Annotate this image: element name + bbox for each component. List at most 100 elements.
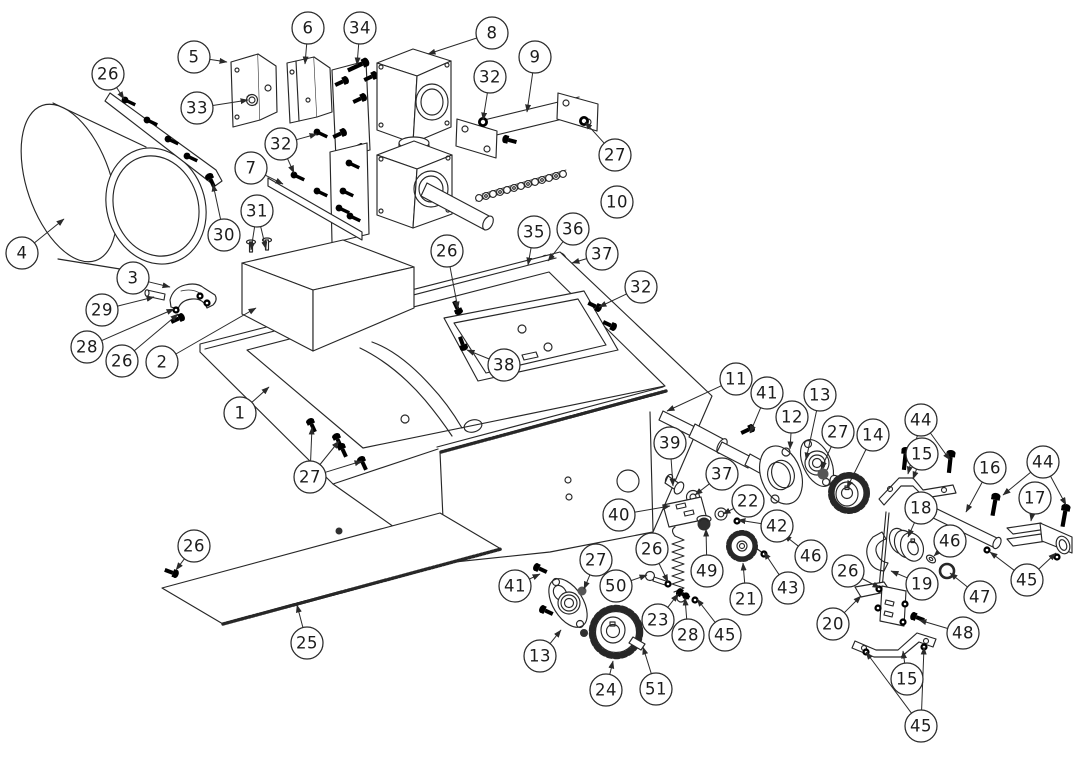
svg-text:50: 50	[605, 577, 627, 596]
leader-line-part-36	[547, 241, 564, 262]
svg-text:37: 37	[591, 245, 613, 264]
leader-line-part-43	[763, 551, 780, 575]
svg-text:38: 38	[493, 356, 515, 375]
callout-balloon-part-3: 3	[116, 261, 150, 295]
part-8-gearbox	[376, 48, 494, 231]
callout-balloon-part-44: 44	[1026, 445, 1060, 479]
part-17-fork	[1006, 522, 1073, 555]
svg-text:39: 39	[659, 434, 681, 453]
leader-line-part-21	[740, 562, 747, 584]
part-13-flange-bearing-lower	[531, 562, 588, 637]
callout-balloon-part-26: 26	[177, 529, 211, 563]
part-3-clamp	[144, 283, 217, 326]
leader-line-part-30	[211, 183, 222, 220]
leader-line-part-49	[703, 528, 710, 556]
leader-line-part-51	[642, 646, 652, 674]
svg-text:15: 15	[911, 445, 933, 464]
callout-balloon-part-45: 45	[1010, 563, 1044, 597]
leader-line-part-8	[427, 37, 477, 55]
svg-text:6: 6	[303, 19, 314, 38]
svg-text:4: 4	[17, 244, 28, 263]
leader-line-part-27	[584, 121, 605, 144]
callout-balloon-part-48: 48	[946, 616, 980, 650]
callout-balloon-part-2: 2	[145, 345, 179, 379]
leader-line-part-23	[667, 593, 679, 608]
callout-balloon-part-32: 32	[624, 270, 658, 304]
svg-text:24: 24	[595, 681, 617, 700]
svg-text:45: 45	[910, 717, 932, 736]
callout-balloon-part-45: 45	[708, 618, 742, 652]
part-51-key	[628, 636, 646, 651]
callout-balloon-part-35: 35	[517, 215, 551, 249]
svg-text:28: 28	[677, 626, 699, 645]
svg-text:46: 46	[939, 532, 961, 551]
callout-balloon-part-20: 20	[816, 607, 850, 641]
leader-line-part-14	[846, 449, 867, 489]
callout-balloon-part-27: 27	[579, 543, 613, 577]
callout-balloon-part-41: 41	[750, 376, 784, 410]
leader-line-part-18	[907, 522, 915, 538]
leader-line-part-24	[608, 660, 615, 675]
callout-balloon-part-19: 19	[905, 567, 939, 601]
part-20-bracket	[854, 581, 926, 627]
leader-line-part-32	[287, 158, 295, 174]
callout-balloon-part-8: 8	[475, 16, 509, 50]
svg-text:12: 12	[781, 408, 803, 427]
part-6-bracket	[286, 56, 333, 124]
callout-balloon-part-32: 32	[264, 127, 298, 161]
leader-line-part-28	[682, 597, 689, 620]
svg-text:3: 3	[128, 269, 139, 288]
leader-line-part-31	[260, 226, 268, 250]
leader-line-part-25	[296, 604, 304, 628]
part-10-chain	[475, 169, 567, 202]
svg-text:26: 26	[641, 540, 663, 559]
part-21-sprocket	[726, 530, 758, 562]
leader-line-part-26	[116, 87, 125, 100]
svg-text:51: 51	[645, 680, 667, 699]
callout-balloons: 1234567891011121313141515161718192021222…	[5, 11, 1060, 743]
svg-text:14: 14	[862, 426, 884, 445]
part-11-auger-shaft	[658, 410, 774, 478]
svg-text:45: 45	[714, 626, 736, 645]
callout-balloon-part-24: 24	[589, 673, 623, 707]
svg-text:13: 13	[809, 386, 831, 405]
svg-text:18: 18	[910, 499, 932, 518]
svg-text:45: 45	[1016, 571, 1038, 590]
svg-text:40: 40	[608, 506, 630, 525]
svg-text:22: 22	[737, 492, 759, 511]
leader-line-part-15	[901, 650, 908, 664]
leader-line-part-13	[804, 410, 818, 461]
callout-balloon-part-16: 16	[973, 451, 1007, 485]
leader-line-part-2	[175, 307, 257, 355]
svg-text:23: 23	[647, 611, 669, 630]
callout-balloon-part-9: 9	[518, 40, 552, 74]
callout-balloon-part-15: 15	[905, 437, 939, 471]
svg-text:46: 46	[800, 547, 822, 566]
svg-text:47: 47	[969, 588, 991, 607]
leader-line-part-7	[265, 174, 284, 185]
leader-line-part-39	[669, 458, 676, 487]
part-31-carriage-bolts	[245, 237, 273, 253]
callout-balloon-part-50: 50	[599, 569, 633, 603]
leader-line-part-19	[890, 570, 908, 579]
svg-text:35: 35	[523, 223, 545, 242]
leader-line-part-45	[865, 651, 912, 714]
leader-line-part-27	[820, 446, 832, 470]
svg-text:7: 7	[246, 159, 257, 178]
part-15-strap-upper	[878, 477, 957, 506]
part-47-o-ring	[938, 562, 956, 580]
callout-balloon-part-26: 26	[430, 234, 464, 268]
leader-line-part-38	[466, 349, 490, 360]
callout-balloon-part-46: 46	[794, 539, 828, 573]
callout-balloon-part-25: 25	[290, 626, 324, 660]
svg-text:32: 32	[479, 68, 501, 87]
callout-balloon-part-7: 7	[234, 151, 268, 185]
leader-line-part-26	[133, 313, 179, 352]
leader-line-part-45	[1038, 552, 1057, 570]
leader-line-part-46	[933, 548, 942, 557]
callout-balloon-part-6: 6	[291, 11, 325, 45]
callout-balloon-part-37: 37	[585, 237, 619, 271]
callout-balloon-part-27: 27	[293, 460, 327, 494]
svg-text:43: 43	[777, 579, 799, 598]
part-33-nut	[245, 93, 259, 107]
